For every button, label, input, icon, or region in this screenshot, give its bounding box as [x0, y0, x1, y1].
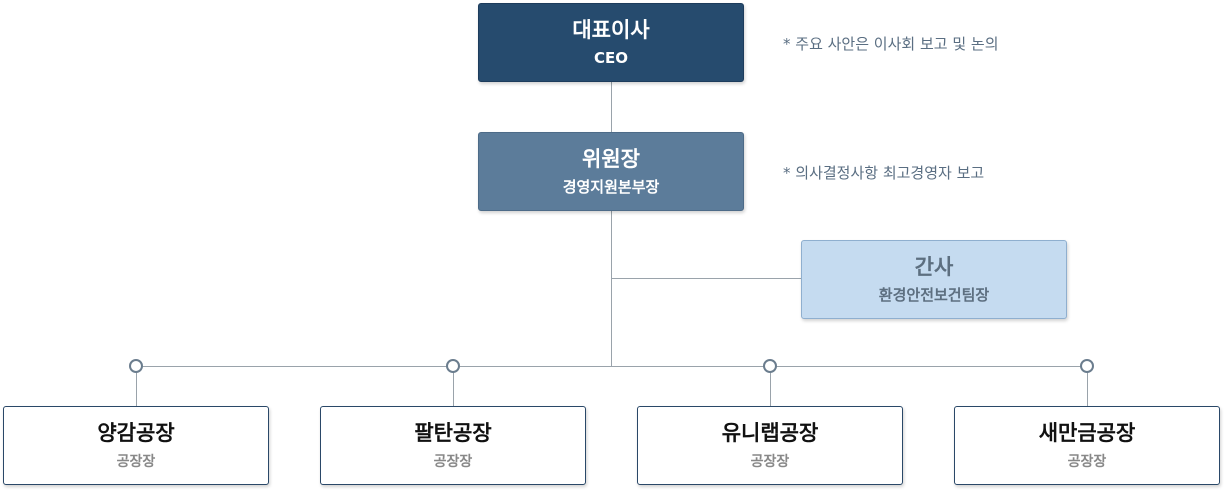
chairman-note: * 의사결정사항 최고경영자 보고 [783, 164, 985, 182]
connector-chairman-trunk [611, 211, 612, 367]
ceo-subtitle: CEO [593, 49, 628, 68]
plant-box-unilab: 유니랩공장 공장장 [637, 406, 903, 485]
plant-subtitle: 공장장 [750, 453, 790, 470]
plant-subtitle: 공장장 [433, 453, 473, 470]
plant-title: 새만금공장 [1038, 420, 1136, 445]
chairman-box: 위원장 경영지원본부장 [478, 132, 744, 211]
ceo-note: * 주요 사안은 이사회 보고 및 논의 [783, 35, 999, 53]
secretary-subtitle: 환경안전보건팀장 [878, 286, 990, 305]
plant-box-paltan: 팔탄공장 공장장 [320, 406, 586, 485]
plant-subtitle: 공장장 [116, 453, 156, 470]
plant-box-saemangeum: 새만금공장 공장장 [954, 406, 1220, 485]
plant-title: 유니랩공장 [721, 420, 819, 445]
plant-box-yanggam: 양감공장 공장장 [3, 406, 269, 485]
junction-dot-plant-1 [129, 359, 143, 373]
connector-plant-2 [453, 367, 454, 406]
chairman-subtitle: 경영지원본부장 [562, 178, 660, 197]
chairman-title: 위원장 [582, 146, 640, 171]
connector-plants-bus [136, 366, 1087, 367]
connector-plant-1 [136, 367, 137, 406]
plant-title: 팔탄공장 [414, 420, 492, 445]
connector-ceo-chairman [611, 82, 612, 132]
plant-subtitle: 공장장 [1067, 453, 1107, 470]
junction-dot-plant-3 [763, 359, 777, 373]
junction-dot-plant-4 [1080, 359, 1094, 373]
ceo-box: 대표이사 CEO [478, 3, 744, 82]
secretary-title: 간사 [914, 254, 954, 279]
ceo-title: 대표이사 [572, 17, 650, 42]
plant-title: 양감공장 [97, 420, 175, 445]
connector-plant-3 [770, 367, 771, 406]
secretary-box: 간사 환경안전보건팀장 [801, 240, 1067, 319]
connector-plant-4 [1087, 367, 1088, 406]
junction-dot-plant-2 [446, 359, 460, 373]
connector-secretary [611, 278, 801, 279]
